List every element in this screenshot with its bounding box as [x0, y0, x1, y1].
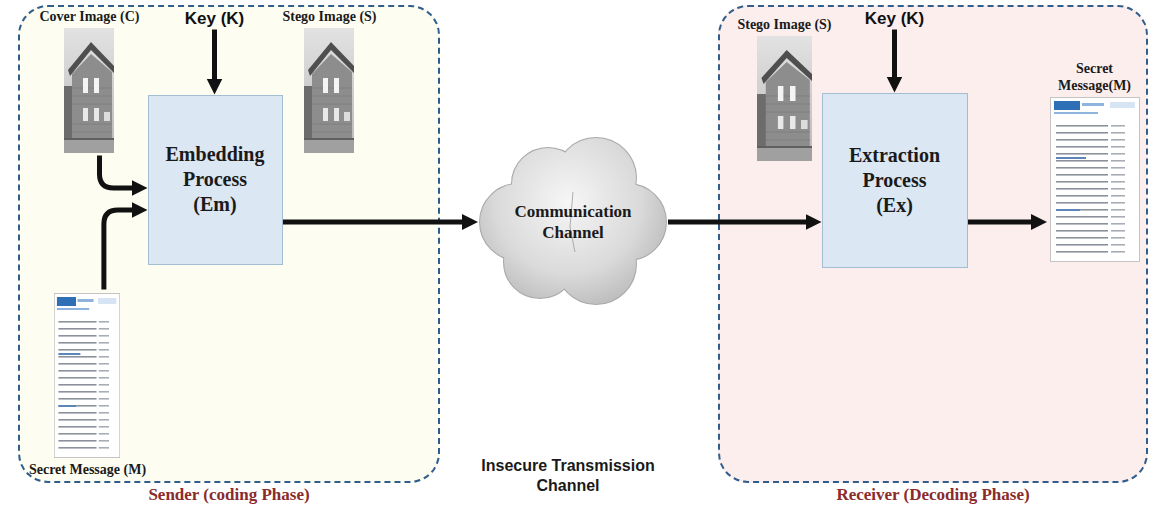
secret-message: Secret Message (M) [29, 290, 146, 478]
flow-arrow [968, 220, 1038, 225]
image-caption: Secret Message(M) [1047, 60, 1142, 94]
image-caption: Cover Image (C) [39, 8, 139, 25]
key-label: Key (K) [185, 8, 245, 30]
image-caption: Secret Message (M) [29, 461, 146, 478]
receiver-region: Receiver (Decoding Phase)Stego Image (S)… [718, 5, 1148, 483]
process-title: Embedding Process (Em) [164, 142, 266, 217]
flow-arrow [283, 220, 469, 225]
key-text: Key (K) [185, 8, 245, 30]
cover-image: Cover Image (C) [39, 8, 139, 156]
process-box: Embedding Process (Em) [148, 95, 283, 265]
image-caption: Stego Image (S) [737, 16, 831, 33]
image-caption: Stego Image (S) [282, 8, 376, 25]
house-photo [757, 36, 812, 161]
key-label: Key (K) [865, 8, 925, 30]
stego-image: Stego Image (S) [282, 8, 376, 156]
process-title: Extraction Process (Ex) [844, 143, 946, 218]
channel-note: Insecure Transmission Channel [463, 456, 673, 496]
flow-arrow [99, 156, 137, 189]
phase-label: Sender (coding Phase) [20, 485, 438, 505]
flow-arrow [668, 220, 812, 225]
document-icon [1050, 97, 1140, 262]
channel-title: Communication Channel [507, 201, 639, 243]
flow-arrow [212, 30, 217, 85]
flow-arrow [104, 210, 138, 289]
channel-cloud: Communication Channel [478, 132, 668, 312]
phase-label: Receiver (Decoding Phase) [720, 485, 1146, 505]
sender-region: Sender (coding Phase)Cover Image (C)Key … [18, 5, 440, 483]
flow-arrow [892, 30, 897, 83]
process-box: Extraction Process (Ex) [822, 93, 968, 268]
house-photo [64, 28, 114, 153]
key-text: Key (K) [865, 8, 925, 30]
document-icon [54, 293, 120, 458]
cloud-shape [478, 132, 668, 312]
house-photo [304, 28, 354, 153]
secret-message: Secret Message(M) [1047, 60, 1142, 265]
stego-image: Stego Image (S) [737, 16, 831, 164]
